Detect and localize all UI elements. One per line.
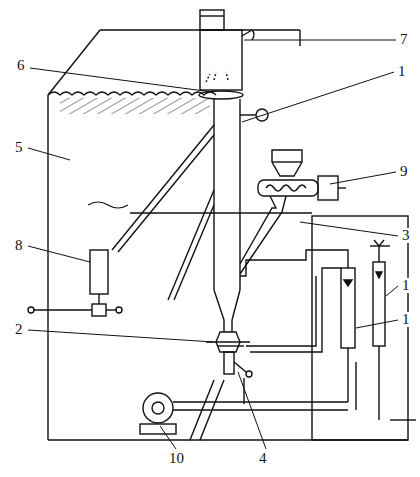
froth-layer [48, 92, 216, 114]
callout-number: 8 [14, 238, 24, 253]
vent-stack [200, 10, 224, 30]
callout-number: 3 [401, 228, 411, 243]
callout-number: 6 [16, 58, 26, 73]
callout-number: 10 [168, 451, 185, 466]
callout-number: 7 [399, 32, 409, 47]
flowmeter-panel [240, 216, 416, 440]
callout-number: 2 [14, 322, 24, 337]
leader-lines [28, 40, 398, 449]
flotation-column [214, 99, 268, 332]
callout-number: 9 [399, 164, 409, 179]
overflow-box [28, 250, 122, 316]
tank-body [48, 30, 408, 440]
callout-number: 1 [397, 64, 407, 79]
callout-number: 1 [401, 312, 411, 327]
callout-number: 4 [258, 451, 268, 466]
screw-feeder [240, 150, 346, 274]
inclined-supports [88, 125, 312, 440]
callout-number: 5 [14, 140, 24, 155]
aerator-and-valve [206, 332, 252, 377]
pump [140, 362, 356, 434]
callout-number: 1 [401, 278, 411, 293]
